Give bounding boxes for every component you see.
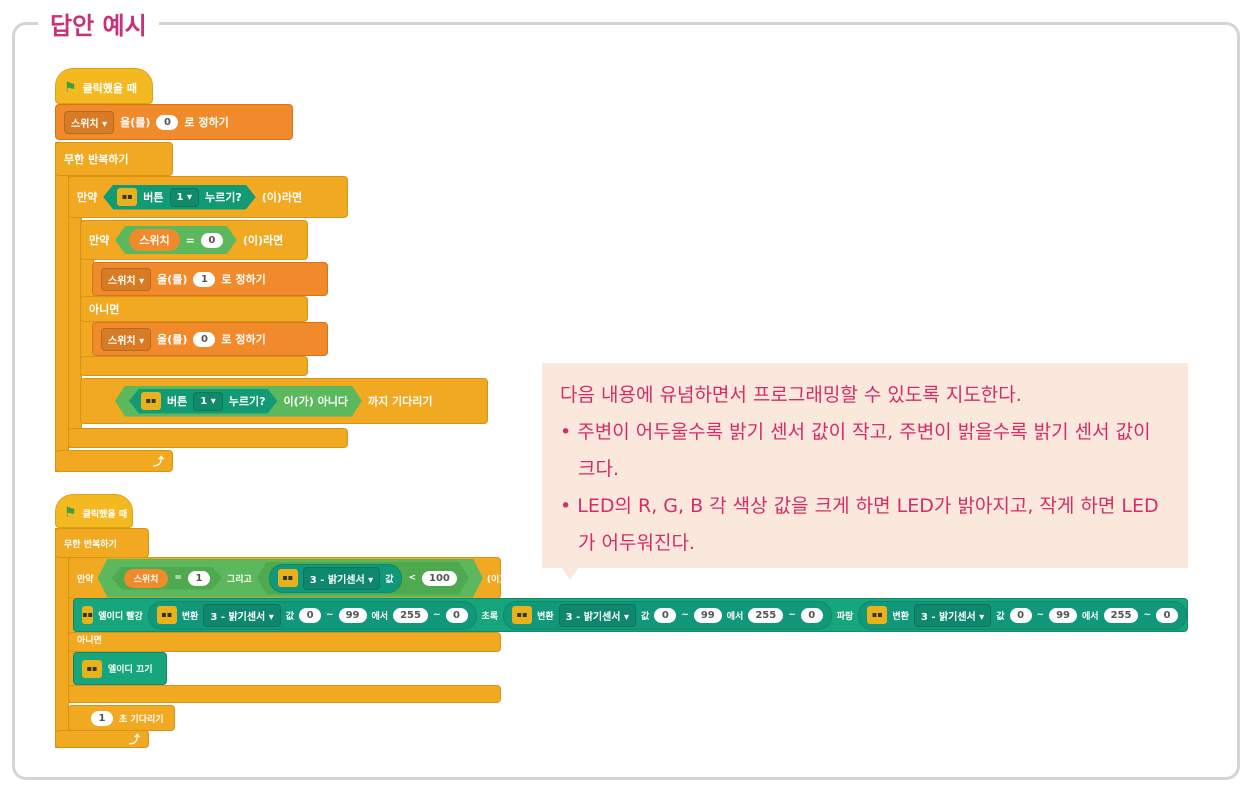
sensor-dropdown[interactable]: 3 - 밝기센서 ▾ [303, 567, 380, 590]
value-input[interactable]: 0 [156, 114, 179, 130]
variable-dropdown[interactable]: 스위치 ▾ [64, 110, 115, 134]
switch-variable[interactable]: 스위치 [129, 229, 179, 251]
value-input[interactable]: 0 [193, 331, 216, 347]
then-label: (이)라면 [261, 191, 303, 204]
else-section: 아니면 [68, 632, 501, 652]
green-flag-icon: ⚑ [64, 80, 77, 96]
else-section: 아니면 [80, 296, 308, 322]
if-button-block[interactable]: 만약 ▪▪ 버튼 1 ▾ 누르기? (이)라면 [68, 176, 348, 218]
note-intro: 다음 내용에 유념하면서 프로그래밍할 수 있도록 지도한다. [560, 384, 1022, 406]
answer-frame [12, 22, 1240, 780]
forever-label: 무한 반복하기 [64, 153, 129, 166]
value-input[interactable]: 0 [201, 233, 223, 248]
green-flag-icon: ⚑ [64, 505, 77, 521]
forever-end: ⤴ [55, 730, 149, 748]
wait-until-label: 까지 기다리기 [367, 395, 433, 408]
robot-cat-icon: ▪▪ [117, 188, 137, 206]
robot-cat-icon: ▪▪ [82, 659, 102, 678]
button-dropdown[interactable]: 1 ▾ [193, 392, 222, 411]
note-item: • 주변이 어두울수록 밝기 센서 값이 작고, 주변이 밝을수록 밝기 센서 … [560, 421, 1151, 480]
note-item: • LED의 R, G, B 각 색상 값을 크게 하면 LED가 밝아지고, … [560, 495, 1159, 554]
button-dropdown[interactable]: 1 ▾ [170, 188, 199, 207]
if-else-end [68, 685, 501, 703]
teaching-note: 다음 내용에 유념하면서 프로그래밍할 수 있도록 지도한다. • 주변이 어두… [542, 363, 1188, 580]
forever-block[interactable]: 무한 반복하기 [55, 142, 173, 176]
value-input[interactable]: 1 [193, 271, 216, 287]
led-off-block[interactable]: ▪▪엘이디 끄기 [73, 652, 167, 685]
robot-cat-icon: ▪▪ [82, 606, 94, 624]
if-label: 만약 [77, 191, 98, 204]
switch-variable[interactable]: 스위치 [124, 569, 169, 588]
loop-arrow-icon: ⤴ [129, 733, 140, 746]
variable-dropdown[interactable]: 스위치 ▾ [101, 327, 152, 351]
forever-arm [55, 528, 69, 748]
if-switch-block[interactable]: 만약 스위치=0 (이)라면 [80, 220, 308, 260]
forever-end: ⤴ [55, 450, 173, 472]
robot-cat-icon: ▪▪ [278, 569, 298, 587]
sensor-label: 버튼 [143, 191, 164, 204]
then-label: (이)라면 [242, 234, 284, 247]
forever-block[interactable]: 무한 반복하기 [55, 528, 149, 558]
if-label: 만약 [89, 234, 110, 247]
loop-arrow-icon: ⤴ [153, 455, 164, 468]
when-flag-clicked-hat[interactable]: ⚑클릭했을 때 [55, 68, 153, 104]
not-label: 이(가) 아니다 [283, 395, 348, 408]
if-else-end [80, 356, 308, 376]
button-pressed-condition[interactable]: ▪▪ 버튼 1 ▾ 누르기? [103, 185, 255, 210]
pressed-label: 누르기? [204, 191, 242, 204]
if-end [68, 428, 348, 448]
robot-cat-icon: ▪▪ [141, 392, 161, 410]
when-flag-clicked-hat[interactable]: ⚑클릭했을 때 [55, 494, 133, 528]
variable-dropdown[interactable]: 스위치 ▾ [101, 267, 152, 291]
forever-arm [55, 142, 69, 472]
equals-operator[interactable]: 스위치=0 [115, 226, 237, 254]
else-label: 아니면 [89, 303, 120, 316]
page-title: 답안 예시 [38, 6, 159, 41]
